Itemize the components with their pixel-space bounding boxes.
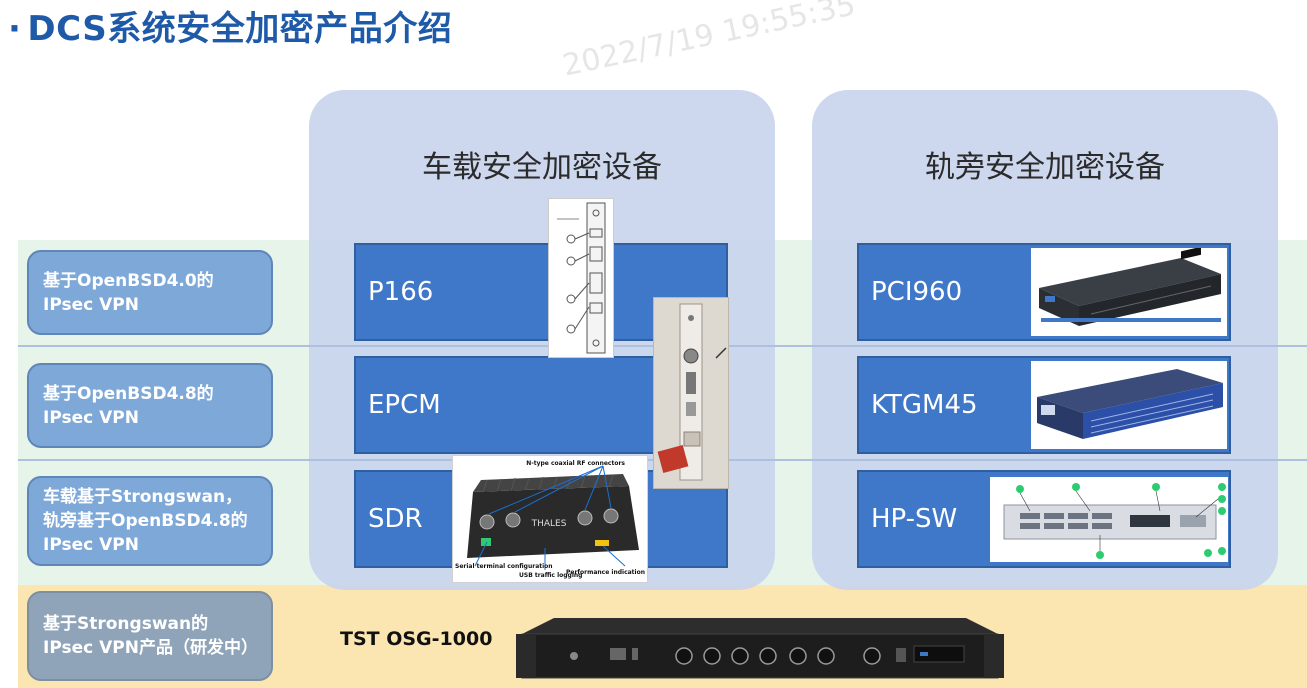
row-label-strongswan-mixed: 车载基于Strongswan，轨旁基于OpenBSD4.8的IPsec VPN — [27, 476, 273, 566]
ktgm45-server-image — [1031, 361, 1227, 449]
sdr-brand: THALES — [531, 519, 567, 529]
device-name: SDR — [368, 504, 423, 534]
row-label-text: 基于Strongswan的IPsec VPN产品（研发中） — [43, 614, 258, 658]
epcm-card-image — [653, 297, 729, 489]
device-name: P166 — [368, 277, 434, 307]
device-name: EPCM — [368, 390, 441, 420]
sdr-callout-performance: Performance indication — [566, 569, 645, 576]
sdr-callout-rf: N-type coaxial RF connectors — [526, 460, 625, 467]
sdr-callout-usb: USB traffic logging — [519, 572, 582, 579]
row-label-openbsd40: 基于OpenBSD4.0的IPsec VPN — [27, 250, 273, 335]
title-bullet: · — [8, 9, 22, 49]
onboard-column-title: 车载安全加密设备 — [422, 150, 662, 185]
row-label-openbsd48: 基于OpenBSD4.8的IPsec VPN — [27, 363, 273, 448]
device-name: PCI960 — [871, 277, 963, 307]
row-label-text: 基于OpenBSD4.0的IPsec VPN — [43, 270, 214, 315]
wayside-column-title: 轨旁安全加密设备 — [925, 150, 1165, 185]
pci960-server-image — [1031, 246, 1227, 336]
device-name: HP-SW — [871, 504, 958, 534]
row-label-strongswan-future: 基于Strongswan的IPsec VPN产品（研发中） — [27, 591, 273, 681]
sdr-callout-serial: Serial terminal configuration — [455, 563, 553, 570]
row-label-text: 基于OpenBSD4.8的IPsec VPN — [43, 383, 214, 428]
osg1000-device-image — [514, 610, 1006, 684]
device-name: KTGM45 — [871, 390, 978, 420]
watermark: 2022/7/19 19:55:35 — [559, 0, 859, 84]
row-label-text: 车载基于Strongswan，轨旁基于OpenBSD4.8的IPsec VPN — [43, 487, 248, 555]
sdr-radio-image: N-type coaxial RF connectors THALES Seri… — [452, 455, 648, 583]
p166-card-image — [548, 198, 614, 358]
title-text: DCS系统安全加密产品介绍 — [27, 9, 453, 49]
osg1000-label: TST OSG-1000 — [340, 628, 493, 650]
hp-sw-server-image — [990, 477, 1228, 562]
page-title: ·DCS系统安全加密产品介绍 — [8, 6, 452, 52]
